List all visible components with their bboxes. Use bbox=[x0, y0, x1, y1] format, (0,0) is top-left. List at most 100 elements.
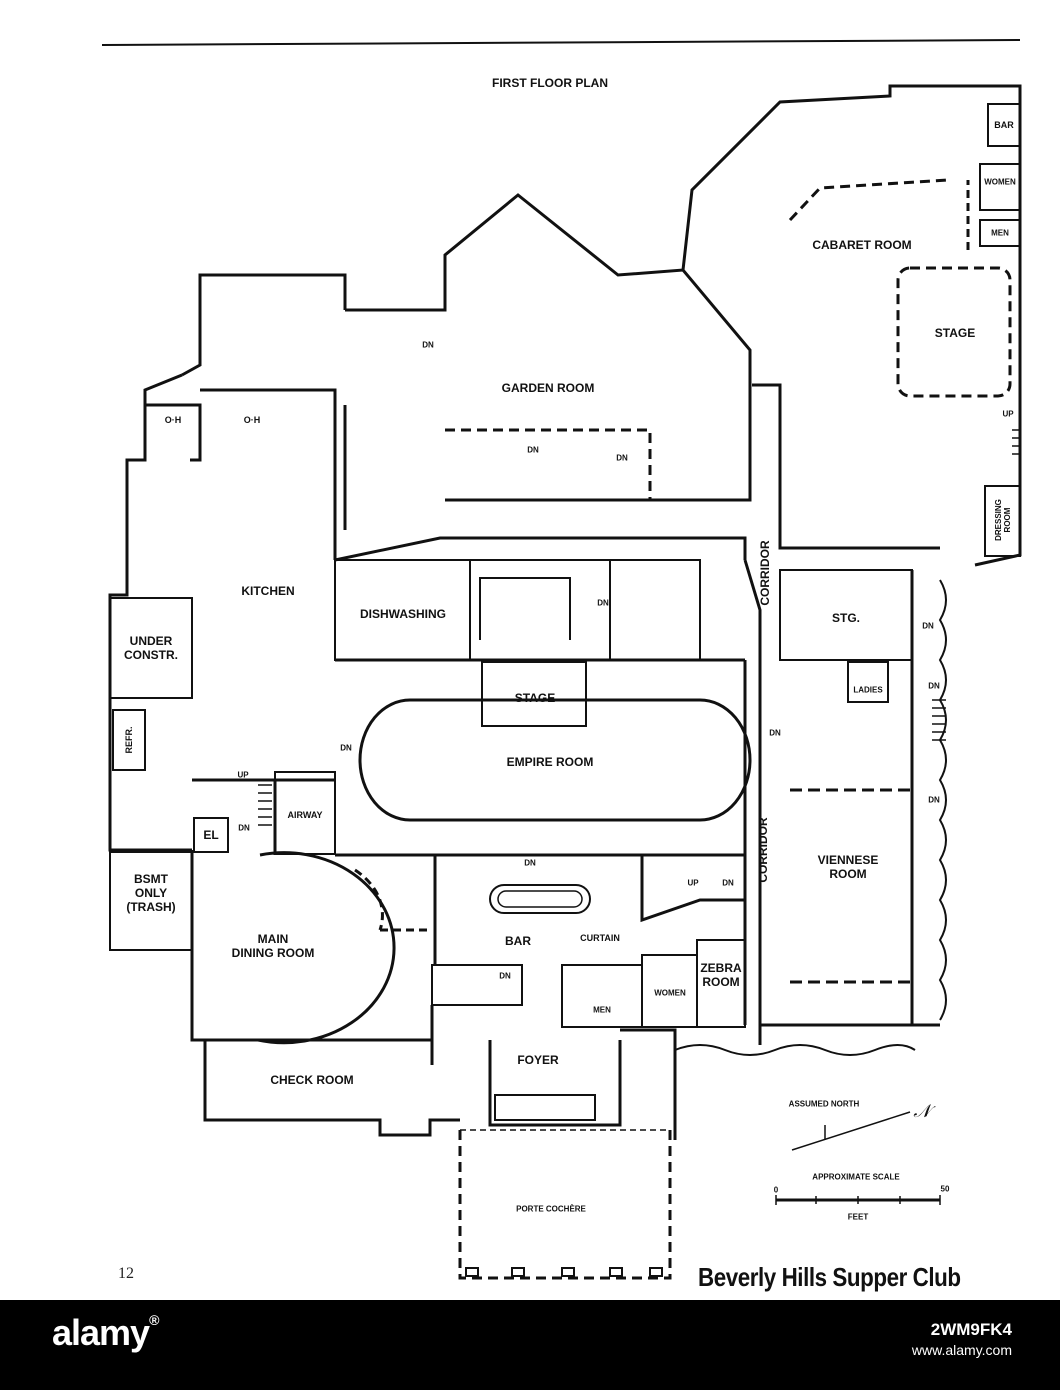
label-viennese-room: VIENNESE ROOM bbox=[817, 853, 879, 881]
floor-plan-drawing bbox=[101, 39, 1022, 1280]
stair-dn-garden-east: DN bbox=[616, 453, 628, 463]
cabaret-wing-wall bbox=[681, 84, 1022, 567]
stair-marks bbox=[258, 429, 1020, 826]
bar-top-box bbox=[987, 103, 1021, 147]
stair-dn-corridor: DN bbox=[769, 728, 781, 738]
garden-room-main bbox=[345, 193, 752, 502]
label-men-lower: MEN bbox=[593, 1005, 611, 1015]
label-main-dining-room: MAIN DINING ROOM bbox=[231, 932, 315, 960]
label-refr: REFR. bbox=[124, 726, 134, 754]
label-ladies: LADIES bbox=[853, 685, 883, 695]
label-check-room: CHECK ROOM bbox=[270, 1073, 354, 1087]
dressing-box bbox=[984, 485, 1021, 557]
stair-dn-foyer: DN bbox=[499, 971, 511, 981]
foyer-east bbox=[620, 1028, 677, 1140]
east-wavy-wall bbox=[938, 579, 947, 1021]
men-top-box bbox=[979, 219, 1021, 247]
stair-up-kitchen: UP bbox=[237, 770, 249, 780]
north-arrow-line bbox=[791, 1111, 911, 1151]
alamy-logo-text: alamy bbox=[52, 1312, 150, 1353]
stair-dn-bar-east: DN bbox=[722, 878, 734, 888]
label-garden-room: GARDEN ROOM bbox=[501, 381, 595, 395]
stair-dn-garden-south: DN bbox=[527, 445, 539, 455]
label-curtain: CURTAIN bbox=[580, 933, 620, 943]
stage-back-area bbox=[469, 559, 611, 661]
stair-dn-empire: DN bbox=[340, 743, 352, 753]
cabaret-inner-wall bbox=[752, 383, 940, 550]
oh-wall bbox=[145, 403, 202, 462]
label-stg: STG. bbox=[831, 611, 861, 625]
label-el: EL bbox=[203, 828, 219, 842]
label-corridor-lower: CORRIDOR bbox=[756, 817, 770, 883]
empire-room-oval bbox=[358, 698, 752, 822]
south-wavy-wall bbox=[674, 1044, 916, 1056]
plan-title: FIRST FLOOR PLAN bbox=[492, 76, 608, 90]
stair-dn-service: DN bbox=[597, 598, 609, 608]
foyer-stair bbox=[494, 1094, 596, 1121]
stair-dn-east-2: DN bbox=[928, 681, 940, 691]
label-dressing-room: DRESSING ROOM bbox=[994, 499, 1012, 541]
back-stage-stairs bbox=[479, 577, 571, 640]
north-symbol: 𝒩 bbox=[913, 1101, 931, 1122]
label-bar-main: BAR bbox=[505, 934, 531, 948]
floor-plan-page: FIRST FLOOR PLAN BAR WOMEN MEN CABARET R… bbox=[101, 39, 1022, 1292]
zebra-box bbox=[696, 939, 746, 1028]
stair-up-bar: UP bbox=[687, 878, 699, 888]
site-url[interactable]: www.alamy.com bbox=[911, 1342, 1012, 1358]
label-oh-right: O·H bbox=[243, 415, 261, 425]
kitchen-inner bbox=[200, 388, 337, 400]
label-cabaret-room: CABARET ROOM bbox=[812, 238, 912, 252]
image-id: 2WM9FK4 bbox=[930, 1320, 1012, 1339]
corridor-east bbox=[743, 559, 762, 1045]
service-area bbox=[609, 559, 701, 661]
bar-counter bbox=[489, 884, 591, 914]
label-men-top: MEN bbox=[991, 228, 1009, 238]
dining-outer bbox=[190, 850, 205, 1042]
alamy-logo: alamy® bbox=[52, 1312, 159, 1354]
label-empire-stage: STAGE bbox=[514, 691, 556, 705]
label-airway: AIRWAY bbox=[287, 810, 323, 820]
label-women-lower: WOMEN bbox=[654, 988, 686, 998]
scale-max: 50 bbox=[940, 1184, 950, 1194]
top-rule bbox=[101, 39, 1021, 46]
foyer-wall bbox=[488, 1040, 622, 1127]
label-under-constr: UNDER CONSTR. bbox=[124, 634, 178, 662]
under-constr-box bbox=[109, 597, 193, 699]
label-empire-room: EMPIRE ROOM bbox=[506, 755, 594, 769]
label-bsmt: BSMT ONLY (TRASH) bbox=[126, 872, 176, 914]
stair-up-cabaret: UP bbox=[1002, 409, 1014, 419]
cabaret-dashed-balcony bbox=[788, 178, 949, 222]
bar-east bbox=[640, 855, 745, 923]
porte-cochere-outline bbox=[458, 1130, 672, 1280]
footer-id-block: 2WM9FK4 www.alamy.com bbox=[912, 1320, 1012, 1360]
stair-dn-east-3: DN bbox=[928, 795, 940, 805]
el-box bbox=[193, 817, 229, 853]
west-wall bbox=[108, 373, 192, 852]
stair-dn-dining: DN bbox=[238, 823, 250, 833]
label-oh-left: O·H bbox=[164, 415, 182, 425]
publication-title: Beverly Hills Supper Club bbox=[698, 1262, 961, 1292]
scale-unit: FEET bbox=[847, 1212, 869, 1222]
label-dishwashing: DISHWASHING bbox=[359, 607, 447, 621]
label-corridor-upper: CORRIDOR bbox=[758, 540, 772, 606]
north-label: ASSUMED NORTH bbox=[788, 1099, 860, 1109]
garden-room-wall bbox=[181, 273, 347, 377]
label-porte-cochere: PORTE COCHÈRE bbox=[516, 1204, 586, 1214]
stair-dn-bar: DN bbox=[524, 858, 536, 868]
check-room-wall bbox=[203, 1040, 460, 1137]
label-women-top: WOMEN bbox=[984, 177, 1016, 187]
women-top-box bbox=[979, 163, 1021, 211]
stock-footer bbox=[0, 1300, 1060, 1390]
label-zebra-room: ZEBRA ROOM bbox=[700, 961, 742, 989]
stair-dn-east-1: DN bbox=[922, 621, 934, 631]
bar-counter-inner bbox=[497, 890, 583, 908]
label-cabaret-stage: STAGE bbox=[934, 326, 976, 340]
refr-box bbox=[112, 709, 146, 771]
label-bar-top: BAR bbox=[994, 120, 1014, 130]
empire-stage-box bbox=[481, 661, 587, 727]
scale-min: 0 bbox=[773, 1185, 779, 1195]
garden-dashed-line bbox=[445, 428, 652, 500]
scale-label: APPROXIMATE SCALE bbox=[812, 1172, 900, 1182]
stair-dn-garden-west: DN bbox=[422, 340, 434, 350]
men-lower-box bbox=[561, 964, 643, 1028]
